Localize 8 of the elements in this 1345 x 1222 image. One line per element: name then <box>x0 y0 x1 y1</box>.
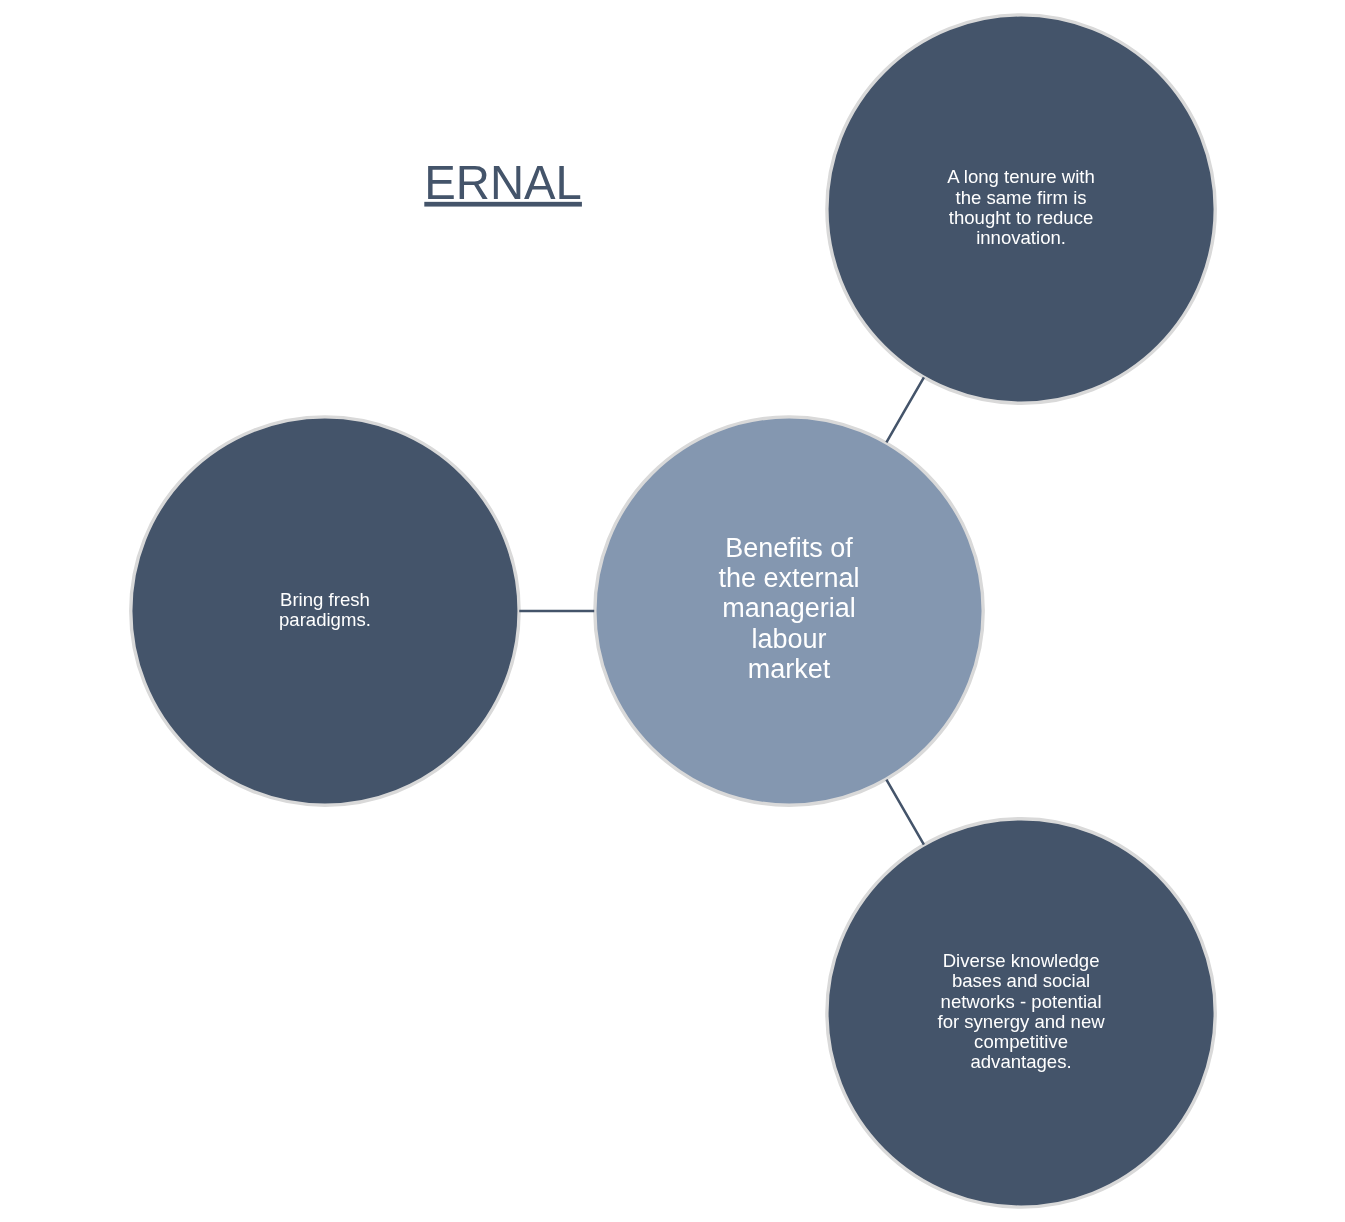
node-circle: Benefits of the external managerial labour market <box>592 415 985 807</box>
connector <box>884 376 925 443</box>
connector <box>884 779 925 846</box>
node-circle: A long tenure with the same firm is thought to reduce innovation. <box>824 13 1217 405</box>
node-circle: Diverse knowledge bases and social networks - potential for synergy and new competitive advantages. <box>824 817 1217 1209</box>
label: ERNAL <box>423 155 582 209</box>
node-circle: Bring fresh paradigms. <box>128 415 521 807</box>
connector <box>518 609 594 613</box>
